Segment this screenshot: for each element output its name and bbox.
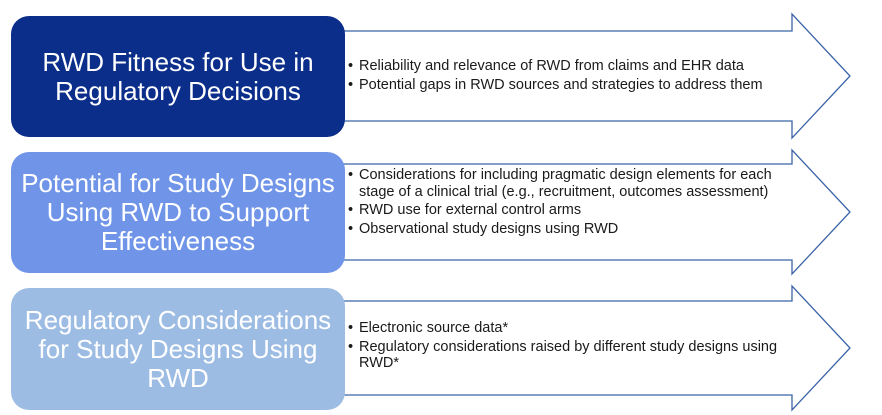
bullet-list: Considerations for including pragmatic d… — [348, 167, 788, 239]
category-box-study-designs: Potential for Study Designs Using RWD to… — [11, 152, 345, 273]
category-title: Regulatory Considerations for Study Desi… — [24, 304, 332, 393]
row-regulatory: Regulatory Considerations for Study Desi… — [0, 278, 882, 415]
bullet-list: Reliability and relevance of RWD from cl… — [348, 58, 808, 95]
bullet-item: Observational study designs using RWD — [348, 221, 788, 238]
bullet-item: Potential gaps in RWD sources and strate… — [348, 77, 808, 94]
category-box-regulatory: Regulatory Considerations for Study Desi… — [11, 288, 345, 410]
row-study-designs: Potential for Study Designs Using RWD to… — [0, 140, 882, 280]
category-title: Potential for Study Designs Using RWD to… — [21, 168, 335, 256]
row-fitness: RWD Fitness for Use in Regulatory Decisi… — [0, 0, 882, 140]
bullet-item: Considerations for including pragmatic d… — [348, 167, 788, 200]
category-title: RWD Fitness for Use in Regulatory Decisi… — [42, 46, 314, 106]
bullet-item: Reliability and relevance of RWD from cl… — [348, 58, 808, 75]
bullet-item: RWD use for external control arms — [348, 202, 788, 219]
bullet-item: Regulatory considerations raised by diff… — [348, 339, 788, 372]
bullet-item: Electronic source data* — [348, 320, 788, 337]
category-box-fitness: RWD Fitness for Use in Regulatory Decisi… — [11, 16, 345, 137]
bullet-list: Electronic source data* Regulatory consi… — [348, 320, 788, 374]
